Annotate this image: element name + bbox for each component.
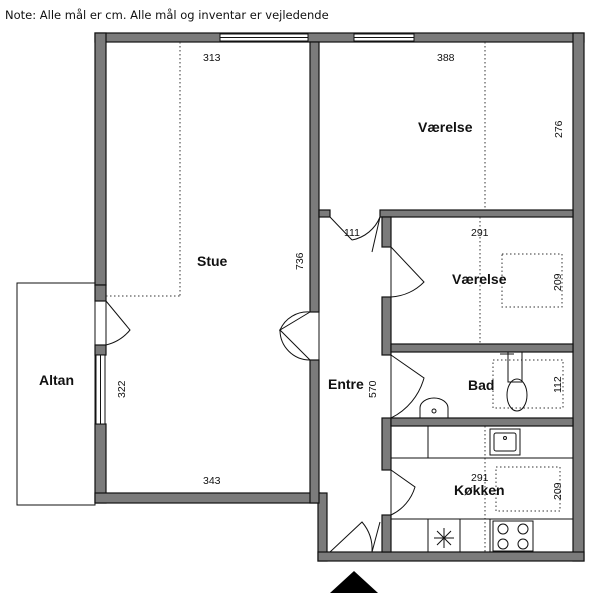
stue-entre-door (278, 311, 311, 361)
counter-bottom (390, 518, 574, 553)
dim-entre-door: 111 (344, 227, 360, 239)
toilet-tank (507, 351, 523, 383)
altan-door (105, 300, 131, 346)
bottom-wall (317, 551, 585, 562)
fixtures (390, 351, 574, 553)
windows (95, 33, 415, 425)
vaerelse-bad-wall (390, 343, 574, 353)
bad-door (390, 354, 425, 419)
guides (106, 42, 564, 552)
altan-outline (16, 282, 96, 506)
dim-vaerelse-small-height: 209 (552, 273, 564, 291)
koekken-outline (495, 466, 561, 512)
dim-koekken-width: 291 (471, 472, 489, 484)
stove-icon (492, 520, 534, 552)
left-wall-door-jamb-top (94, 284, 107, 302)
note-text: Note: Alle mål er cm. Alle mål og invent… (5, 8, 329, 22)
left-wall-lower (94, 423, 107, 504)
dim-bad-height: 112 (552, 376, 564, 393)
room-label-koekken: Køkken (454, 482, 505, 498)
dim-koekken-height: 209 (552, 482, 564, 500)
bad-koekken-wall (390, 417, 574, 427)
doors (105, 216, 425, 553)
counter-top (390, 425, 574, 459)
partition-entre-mid (381, 296, 392, 356)
room-label-vaerelse-small: Værelse (452, 271, 507, 287)
room-label-bad: Bad (468, 377, 494, 393)
dim-vaerelse-small-width: 291 (471, 227, 489, 239)
vaerelse-small-door (390, 246, 425, 298)
partition-stue-vaerelse (309, 41, 320, 313)
koekken-door (390, 469, 416, 516)
partition-entre-lower (381, 417, 392, 471)
dim-entre-height: 570 (367, 380, 379, 398)
entrance-door (327, 521, 380, 553)
dim-vaerelse-large-width: 388 (437, 52, 455, 64)
kitchen-sink-icon (489, 428, 521, 456)
left-wall-upper (94, 32, 107, 286)
partition-entre-bottom (381, 514, 392, 553)
top-wall (94, 32, 585, 43)
walls (94, 32, 585, 562)
entrance-arrow-icon (330, 571, 378, 593)
right-wall (572, 32, 585, 562)
toilet-icon (506, 378, 528, 412)
dim-stue-height: 736 (294, 252, 306, 270)
vaerelse-door (329, 216, 381, 241)
bath-outline (492, 359, 564, 409)
partition-stue-entre (309, 359, 320, 504)
vaerelse-bottom-stub (318, 209, 331, 218)
dim-altan-height: 322 (116, 380, 128, 398)
room-label-entre: Entre (328, 376, 364, 392)
dim-stue-bottom-width: 343 (203, 475, 221, 487)
room-label-vaerelse-large: Værelse (418, 119, 473, 135)
dim-vaerelse-large-height: 276 (553, 120, 565, 138)
left-wall-door-jamb-bottom (94, 344, 107, 356)
bad-sink-icon (419, 397, 449, 418)
dishwasher-icon (434, 528, 454, 548)
room-label-altan: Altan (39, 372, 74, 388)
room-label-stue: Stue (197, 253, 228, 269)
dim-stue-width: 313 (203, 52, 221, 64)
partition-entre-top (381, 216, 392, 248)
vaerelse-bottom-wall (379, 209, 574, 218)
stue-bottom-wall (94, 492, 321, 504)
